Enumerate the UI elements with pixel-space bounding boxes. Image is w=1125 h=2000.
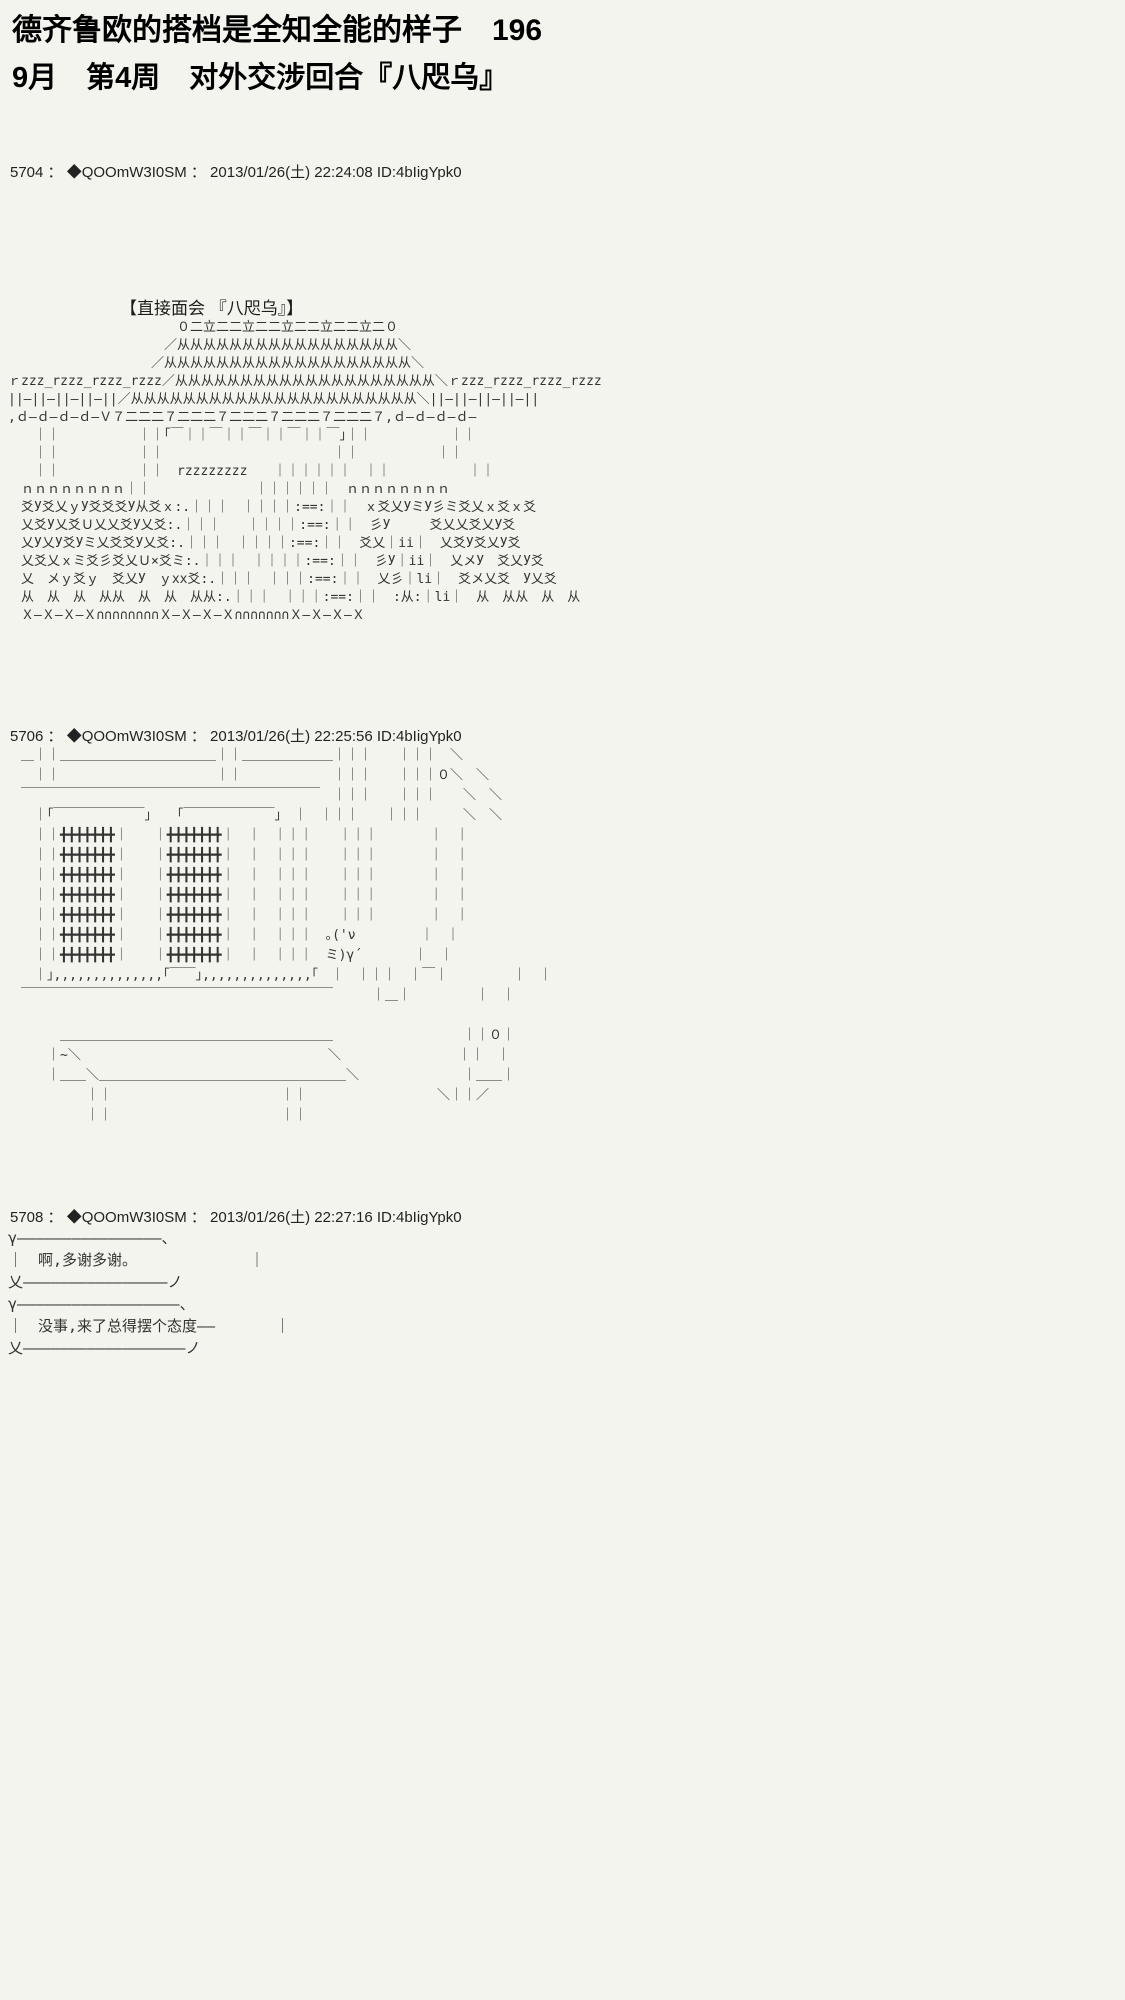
thread-page: 德齐鲁欧的搭档是全知全能的样子 196 9月 第4周 对外交涉回合『八咫乌』 5… [8,14,1117,1359]
ascii-art-shrine: ０二立二二立二二立二二立二二立二０ ／从从从从从从从从从从从从从从从从从＼ ／从… [8,320,602,623]
thread-title: 德齐鲁欧的搭档是全知全能的样子 196 [12,14,543,47]
post-5708: 5708 ： ◆QOOmW3I0SM ： 2013/01/26(土) 22:27… [8,1206,1117,1359]
post-5704: 5704 ： ◆QOOmW3I0SM ： 2013/01/26(土) 22:24… [8,161,1117,625]
speech-bubble-2: γ――――――――――――――――――、 ｜ 没事,来了总得摆个态度―― ｜ 乂… [8,1295,291,1357]
post-header: 5708 ： ◆QOOmW3I0SM ： 2013/01/26(土) 22:27… [10,1209,462,1226]
post-header: 5704 ： ◆QOOmW3I0SM ： 2013/01/26(土) 22:24… [10,164,462,181]
post-header: 5706 ： ◆QOOmW3I0SM ： 2013/01/26(土) 22:25… [10,728,462,745]
ascii-art-room-interior: ＿｜｜＿＿＿＿＿＿＿＿＿＿＿＿｜｜＿＿＿＿＿＿＿｜｜｜ ｜｜｜ ＼ ｜｜ ｜｜ … [21,748,553,1123]
post-intro-text: 【直接面会 『八咫乌』】 [120,299,304,318]
thread-subtitle: 9月 第4周 对外交涉回合『八咫乌』 [12,62,509,94]
speech-bubble-1: γ――――――――――――――――、 ｜ 啊,多谢多谢。 ｜ 乂――――――――… [8,1229,265,1291]
post-5706: 5706 ： ◆QOOmW3I0SM ： 2013/01/26(土) 22:25… [8,725,1117,1126]
